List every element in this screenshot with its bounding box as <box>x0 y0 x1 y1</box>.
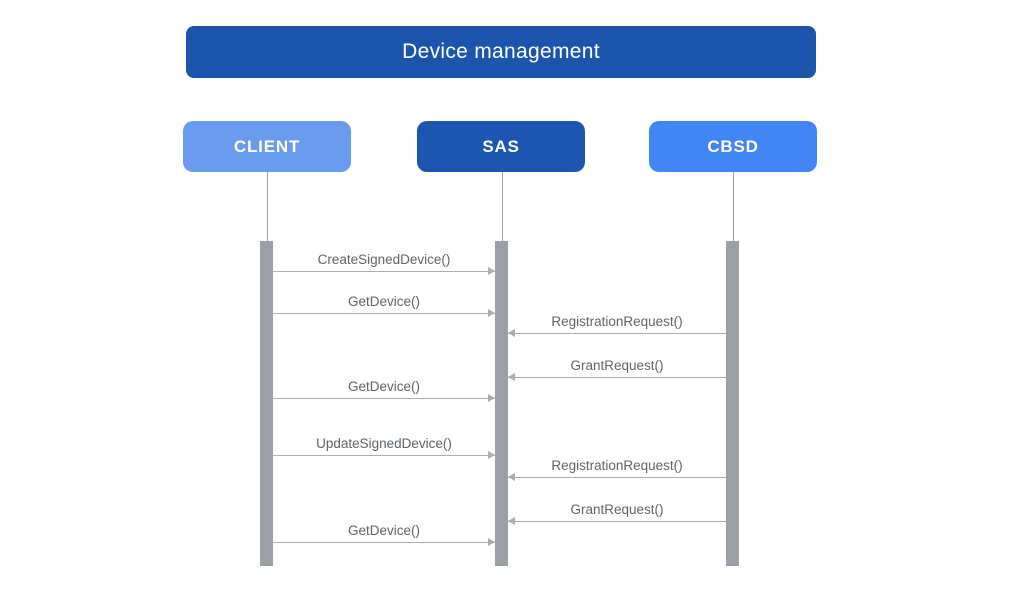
arrow-right-icon <box>488 451 495 459</box>
message-registration-request-2: RegistrationRequest() <box>508 458 726 481</box>
arrow-left-icon <box>508 329 515 337</box>
arrow-right-icon <box>488 309 495 317</box>
message-grant-request-2: GrantRequest() <box>508 502 726 525</box>
activation-bar-client <box>260 241 273 566</box>
message-grant-request-1: GrantRequest() <box>508 358 726 381</box>
message-label: GetDevice() <box>347 379 420 394</box>
diagram-title: Device management <box>186 26 816 78</box>
message-registration-request-1: RegistrationRequest() <box>508 314 726 337</box>
lifeline-sas <box>502 172 503 242</box>
message-label: RegistrationRequest() <box>551 458 683 473</box>
message-label: CreateSignedDevice() <box>317 252 451 267</box>
arrow-left-icon <box>508 373 515 381</box>
actor-cbsd: CBSD <box>649 121 817 172</box>
lifeline-cbsd <box>733 172 734 242</box>
actor-client: CLIENT <box>183 121 351 172</box>
actor-cbsd-label: CBSD <box>707 136 759 156</box>
actor-sas: SAS <box>417 121 585 172</box>
arrow-right-icon <box>488 538 495 546</box>
arrow-left-icon <box>508 473 515 481</box>
actor-sas-label: SAS <box>482 136 520 156</box>
message-get-device-2: GetDevice() <box>273 379 495 402</box>
message-label: RegistrationRequest() <box>551 314 683 329</box>
activation-bar-sas <box>495 241 508 566</box>
actor-client-label: CLIENT <box>233 136 301 156</box>
lifeline-client <box>267 172 268 242</box>
message-label: UpdateSignedDevice() <box>316 436 452 451</box>
message-create-signed-device: CreateSignedDevice() <box>273 252 495 275</box>
message-update-signed-device: UpdateSignedDevice() <box>273 436 495 459</box>
arrow-right-icon <box>488 267 495 275</box>
arrow-left-icon <box>508 517 515 525</box>
arrow-right-icon <box>488 394 495 402</box>
message-get-device-1: GetDevice() <box>273 294 495 317</box>
message-label: GetDevice() <box>347 523 420 538</box>
activation-bar-cbsd <box>726 241 739 566</box>
message-label: GrantRequest() <box>570 502 664 517</box>
message-label: GrantRequest() <box>570 358 664 373</box>
message-label: GetDevice() <box>347 294 420 309</box>
message-get-device-3: GetDevice() <box>273 523 495 546</box>
